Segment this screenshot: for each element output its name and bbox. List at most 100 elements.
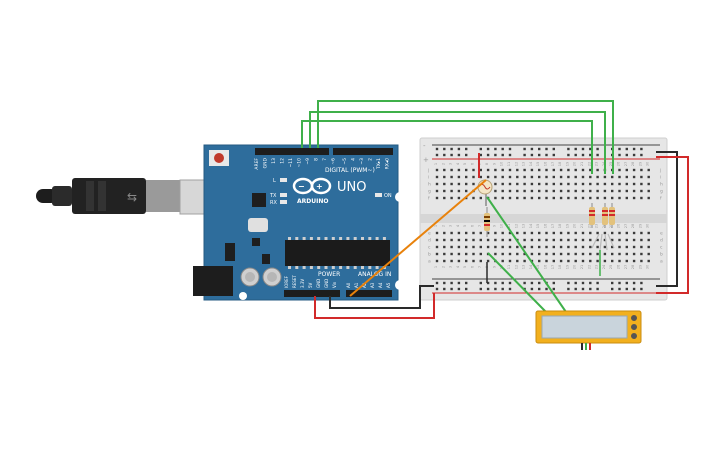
breadboard-hole[interactable] <box>611 175 614 179</box>
breadboard-hole[interactable] <box>581 189 585 193</box>
breadboard-hole[interactable] <box>545 231 548 235</box>
breadboard-hole[interactable] <box>538 252 541 256</box>
breadboard-hole[interactable] <box>435 259 439 263</box>
breadboard-hole[interactable] <box>640 245 643 249</box>
breadboard-hole[interactable] <box>501 231 504 235</box>
breadboard-hole[interactable] <box>465 252 468 256</box>
breadboard-hole[interactable] <box>508 175 512 179</box>
breadboard-hole[interactable] <box>596 196 599 200</box>
rail-hole[interactable] <box>552 153 555 157</box>
breadboard-hole[interactable] <box>530 238 534 242</box>
breadboard-hole[interactable] <box>494 189 497 193</box>
breadboard-hole[interactable] <box>545 189 548 193</box>
breadboard-hole[interactable] <box>596 182 599 186</box>
breadboard-hole[interactable] <box>603 238 607 242</box>
rail-hole[interactable] <box>567 281 570 285</box>
breadboard-hole[interactable] <box>545 182 548 186</box>
breadboard-hole[interactable] <box>603 182 607 186</box>
breadboard-hole[interactable] <box>443 259 446 263</box>
breadboard-hole[interactable] <box>545 259 548 263</box>
breadboard-hole[interactable] <box>618 245 621 249</box>
rail-hole[interactable] <box>574 287 577 291</box>
wire-green-2[interactable] <box>309 111 606 174</box>
breadboard-hole[interactable] <box>567 259 570 263</box>
breadboard-hole[interactable] <box>457 182 461 186</box>
breadboard-hole[interactable] <box>552 238 555 242</box>
breadboard-hole[interactable] <box>632 182 636 186</box>
breadboard-hole[interactable] <box>494 245 497 249</box>
breadboard-hole[interactable] <box>457 245 461 249</box>
breadboard-hole[interactable] <box>501 175 504 179</box>
rail-hole[interactable] <box>501 281 504 285</box>
breadboard-hole[interactable] <box>538 189 541 193</box>
breadboard-hole[interactable] <box>435 196 439 200</box>
breadboard-hole[interactable] <box>508 238 512 242</box>
breadboard-hole[interactable] <box>443 245 446 249</box>
rail-hole[interactable] <box>443 153 446 157</box>
breadboard-hole[interactable] <box>552 231 555 235</box>
rail-hole[interactable] <box>450 147 453 151</box>
breadboard-hole[interactable] <box>472 175 475 179</box>
breadboard-hole[interactable] <box>647 245 650 249</box>
breadboard-hole[interactable] <box>486 238 490 242</box>
breadboard-hole[interactable] <box>640 175 643 179</box>
rail-hole[interactable] <box>457 147 461 151</box>
rail-hole[interactable] <box>523 281 526 285</box>
breadboard-hole[interactable] <box>538 238 541 242</box>
breadboard-hole[interactable] <box>567 245 570 249</box>
rail-hole[interactable] <box>632 281 636 285</box>
rail-hole[interactable] <box>443 287 446 291</box>
rail-hole[interactable] <box>567 153 570 157</box>
breadboard-hole[interactable] <box>538 231 541 235</box>
breadboard-hole[interactable] <box>574 231 577 235</box>
rail-hole[interactable] <box>538 153 541 157</box>
breadboard-hole[interactable] <box>647 259 650 263</box>
breadboard-hole[interactable] <box>465 231 468 235</box>
breadboard-hole[interactable] <box>450 252 453 256</box>
rail-hole[interactable] <box>574 281 577 285</box>
breadboard-hole[interactable] <box>618 175 621 179</box>
breadboard-hole[interactable] <box>567 182 570 186</box>
rail-hole[interactable] <box>530 147 534 151</box>
breadboard-hole[interactable] <box>508 196 512 200</box>
breadboard-hole[interactable] <box>589 245 592 249</box>
resistor-ldr[interactable] <box>484 207 490 237</box>
breadboard-hole[interactable] <box>479 245 482 249</box>
breadboard-hole[interactable] <box>508 182 512 186</box>
breadboard-hole[interactable] <box>530 196 534 200</box>
breadboard-hole[interactable] <box>596 231 599 235</box>
breadboard-hole[interactable] <box>567 231 570 235</box>
breadboard-hole[interactable] <box>640 252 643 256</box>
breadboard-hole[interactable] <box>559 168 563 172</box>
breadboard-hole[interactable] <box>443 231 446 235</box>
rail-hole[interactable] <box>596 153 599 157</box>
breadboard-hole[interactable] <box>632 259 636 263</box>
breadboard-hole[interactable] <box>472 231 475 235</box>
rail-hole[interactable] <box>552 281 555 285</box>
breadboard-hole[interactable] <box>479 252 482 256</box>
breadboard-hole[interactable] <box>465 175 468 179</box>
breadboard-hole[interactable] <box>581 238 585 242</box>
wire-green-3[interactable] <box>317 100 614 174</box>
breadboard-hole[interactable] <box>494 182 497 186</box>
breadboard-hole[interactable] <box>443 182 446 186</box>
breadboard-hole[interactable] <box>538 182 541 186</box>
rail-hole[interactable] <box>501 147 504 151</box>
breadboard-hole[interactable] <box>530 189 534 193</box>
rail-hole[interactable] <box>611 287 614 291</box>
rail-hole[interactable] <box>574 153 577 157</box>
rail-hole[interactable] <box>567 147 570 151</box>
rail-hole[interactable] <box>625 153 628 157</box>
rail-hole[interactable] <box>632 153 636 157</box>
breadboard-hole[interactable] <box>479 259 482 263</box>
breadboard-hole[interactable] <box>450 189 453 193</box>
breadboard-hole[interactable] <box>647 231 650 235</box>
rail-hole[interactable] <box>479 281 482 285</box>
rail-hole[interactable] <box>486 153 490 157</box>
rail-hole[interactable] <box>640 147 643 151</box>
breadboard-hole[interactable] <box>611 245 614 249</box>
rail-hole[interactable] <box>508 287 512 291</box>
breadboard-hole[interactable] <box>625 238 628 242</box>
breadboard-hole[interactable] <box>589 196 592 200</box>
rail-hole[interactable] <box>545 287 548 291</box>
